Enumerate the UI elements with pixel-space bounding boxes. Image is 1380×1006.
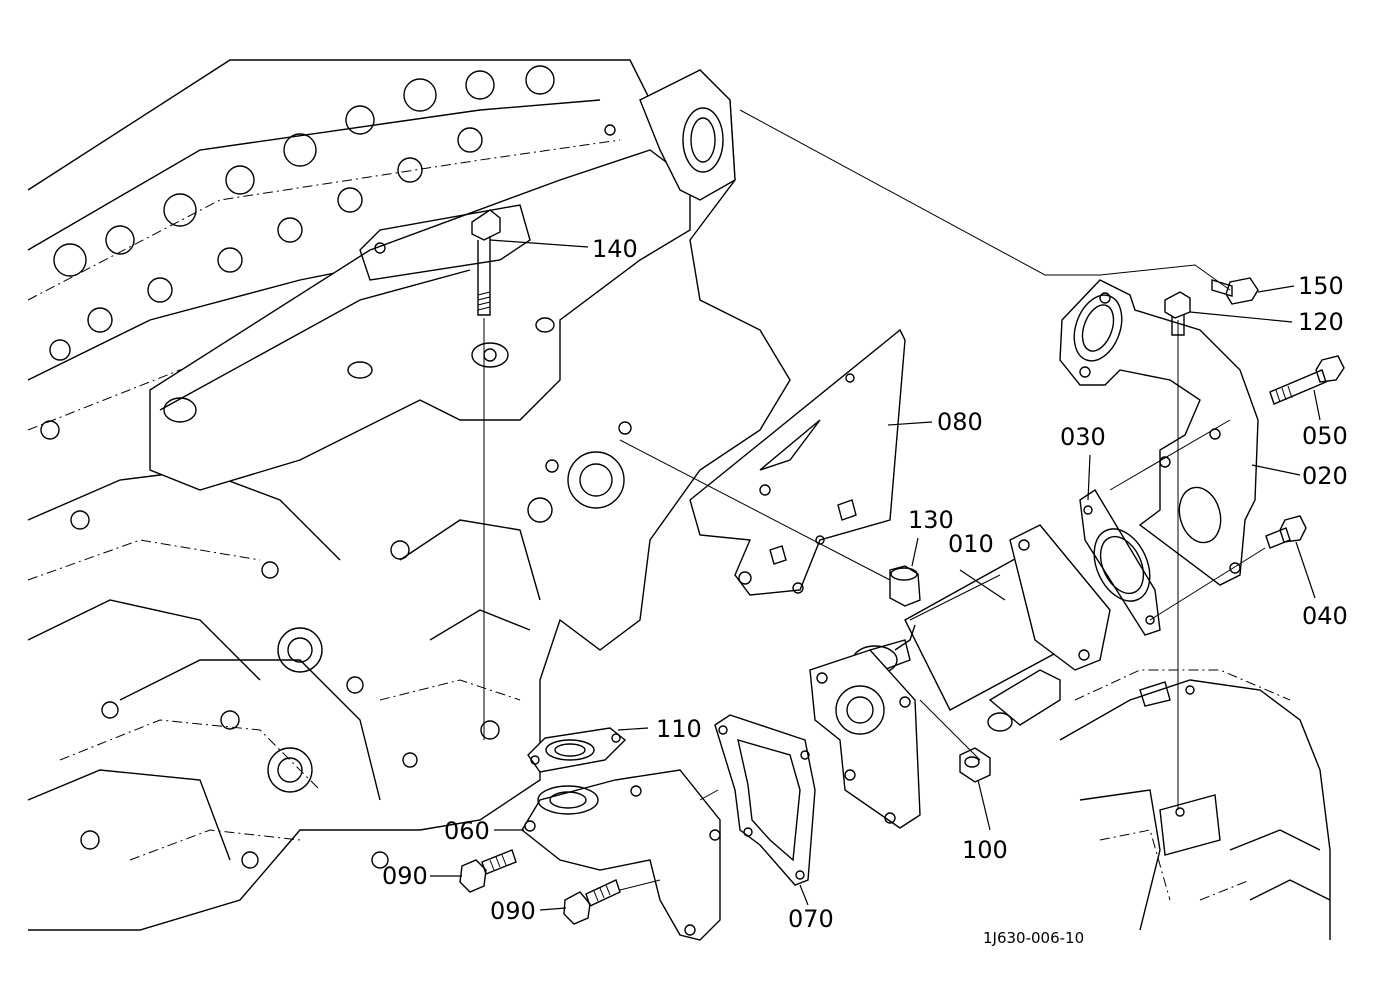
nut-130 <box>889 565 921 607</box>
label-130: 130 <box>908 506 954 534</box>
gasket-030 <box>1079 489 1161 636</box>
bolt-040 <box>1265 515 1307 549</box>
nut-100 <box>959 747 991 783</box>
label-090-lower: 090 <box>490 897 536 925</box>
label-030: 030 <box>1060 423 1106 451</box>
bracket-080 <box>689 328 906 596</box>
bolt-090-lower <box>563 879 621 925</box>
bolt-090-upper <box>459 849 517 893</box>
part-labels: 140 080 150 120 050 030 020 130 010 040 … <box>382 235 1348 933</box>
gasket-110 <box>527 727 627 773</box>
bolt-140 <box>471 209 501 316</box>
label-150: 150 <box>1298 272 1344 300</box>
alignment-lines <box>483 109 1266 891</box>
label-040: 040 <box>1302 602 1348 630</box>
egr-outlet-pipe-060 <box>521 769 721 941</box>
label-100: 100 <box>962 836 1008 864</box>
label-020: 020 <box>1302 462 1348 490</box>
label-050: 050 <box>1302 422 1348 450</box>
leader-lines <box>430 239 1321 911</box>
label-140: 140 <box>592 235 638 263</box>
bolt-050 <box>1269 355 1345 405</box>
label-120: 120 <box>1298 308 1344 336</box>
right-block-section <box>1059 669 1331 940</box>
bolt-150 <box>1211 277 1259 305</box>
label-090-upper: 090 <box>382 862 428 890</box>
egr-cooler-010 <box>809 524 1111 829</box>
label-060: 060 <box>444 817 490 845</box>
drawing-code: 1J630-006-10 <box>983 929 1084 947</box>
label-070: 070 <box>788 905 834 933</box>
egr-pipe-020 <box>1059 279 1259 586</box>
label-110: 110 <box>656 715 702 743</box>
gasket-070 <box>714 714 816 886</box>
label-010: 010 <box>948 530 994 558</box>
exhaust-manifold <box>149 69 736 523</box>
label-080: 080 <box>937 408 983 436</box>
